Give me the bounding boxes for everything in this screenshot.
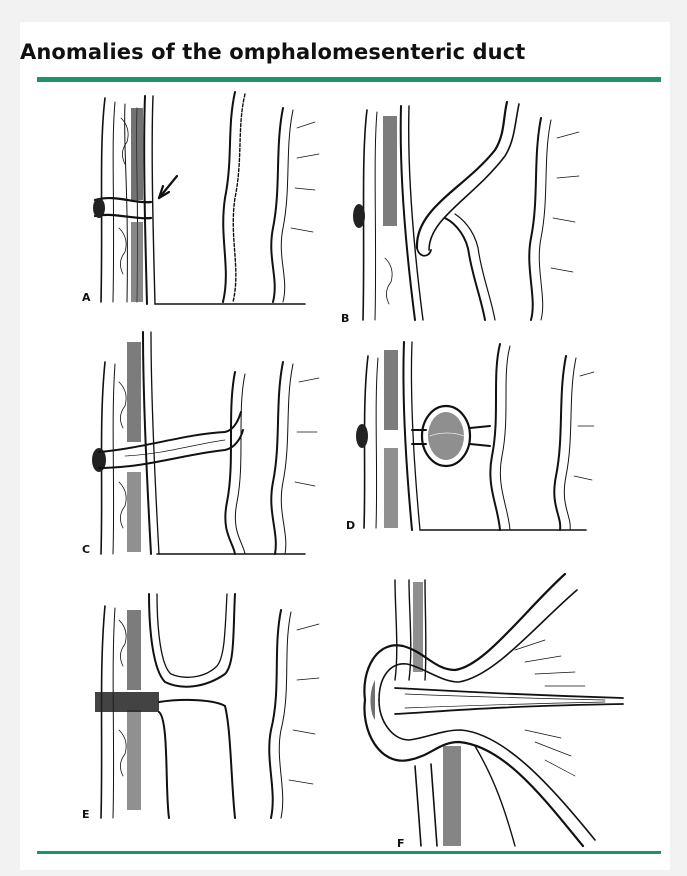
panel-c-illustration [85,322,335,556]
panel-d-illustration [350,336,600,532]
panel-e-label: E [82,808,90,821]
title-divider [37,77,661,82]
panel-e-illustration [85,590,335,820]
panel-a-label: A [82,291,91,304]
panel-d-label: D [346,519,355,532]
panel-a-illustration [85,88,335,310]
panel-b-illustration [345,98,595,324]
panel-c-label: C [82,543,90,556]
footer-divider [37,851,661,854]
panel-f-label: F [397,837,405,850]
panel-f-illustration [355,570,630,848]
page-title: Anomalies of the omphalomesenteric duct [20,40,525,64]
panel-b-label: B [341,312,349,325]
